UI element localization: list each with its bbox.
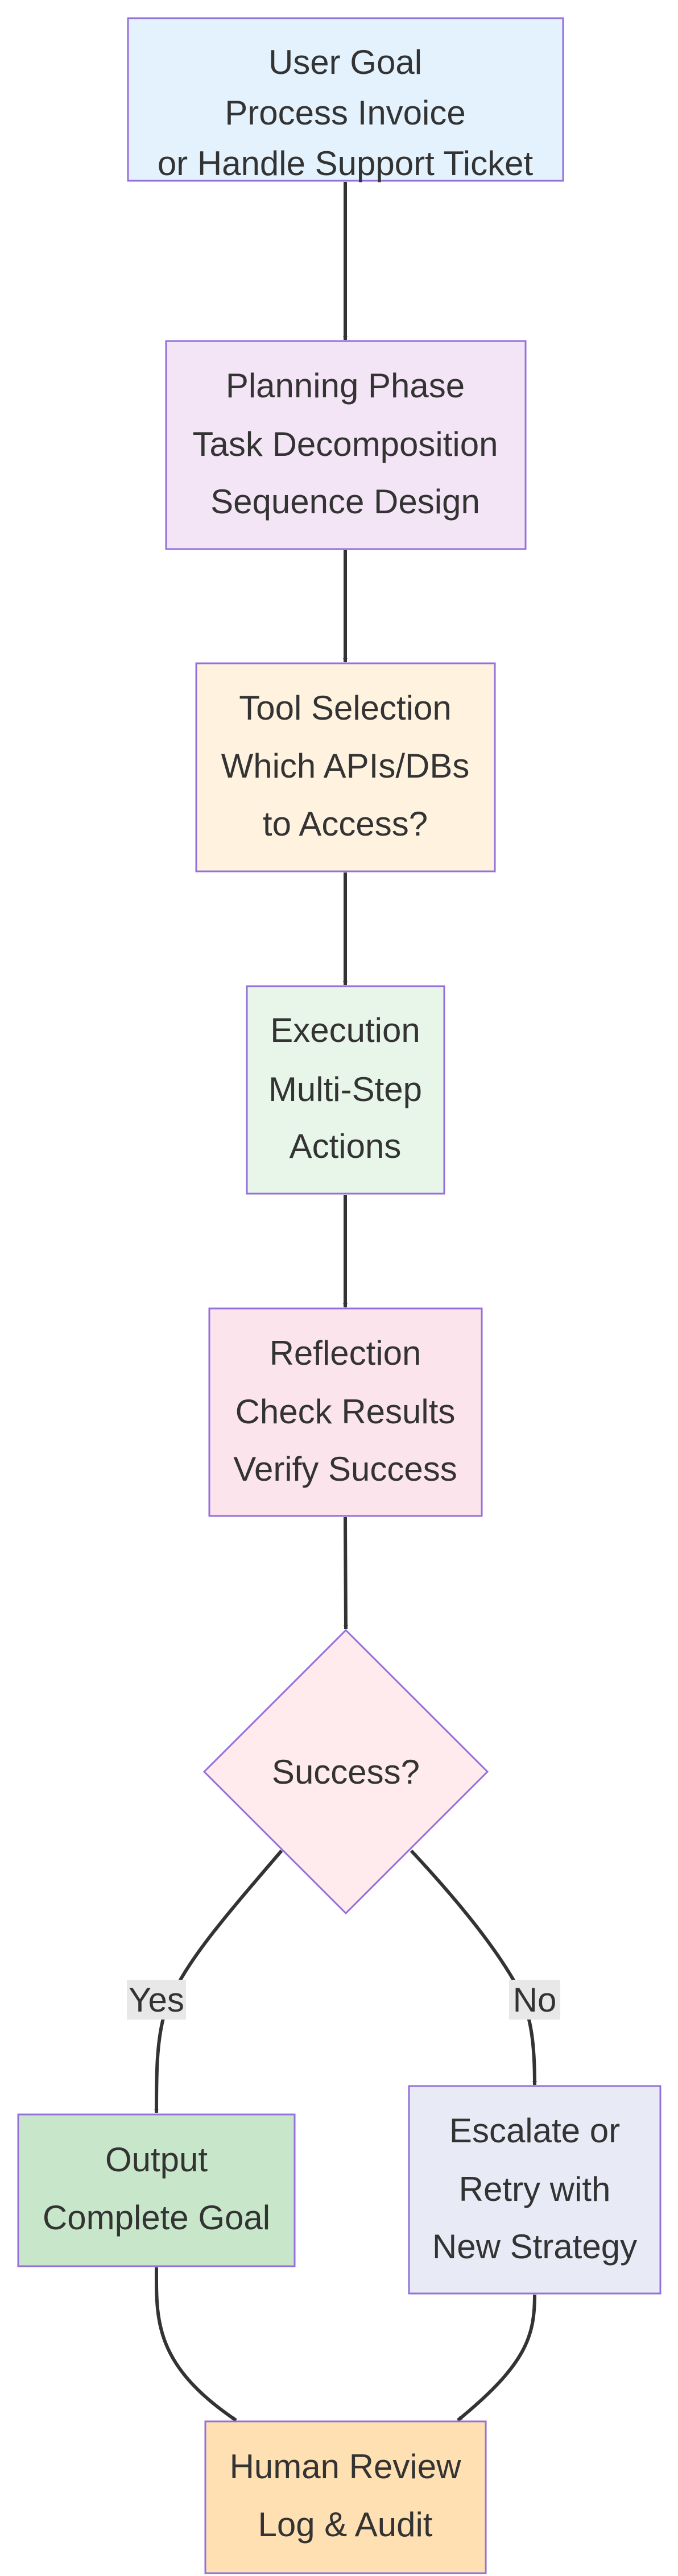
node-execution-box bbox=[246, 985, 445, 1195]
node-planning-phase-line-1: Planning Phase bbox=[226, 367, 465, 405]
node-escalate-box bbox=[408, 2085, 662, 2295]
node-planning-phase-line-2: Task Decomposition bbox=[193, 425, 498, 463]
node-tool-selection-line-3: to Access? bbox=[263, 805, 428, 843]
node-output: Output Complete Goal bbox=[17, 2113, 296, 2267]
edge-reflection-to-decision bbox=[343, 1516, 348, 1630]
edge-label-no-background bbox=[509, 1980, 560, 2020]
node-execution-line-3: Actions bbox=[290, 1127, 402, 1165]
node-reflection: Reflection Check Results Verify Success bbox=[208, 1307, 483, 1517]
node-human-review-line-2: Log & Audit bbox=[258, 2506, 433, 2544]
node-planning-phase-box bbox=[165, 340, 527, 550]
node-reflection-line-3: Verify Success bbox=[233, 1450, 457, 1488]
node-execution-line-2: Multi-Step bbox=[268, 1070, 422, 1108]
edge-output-to-review bbox=[154, 2267, 237, 2422]
node-planning-phase-line-3: Sequence Design bbox=[210, 483, 480, 521]
node-tool-selection-line-2: Which APIs/DBs bbox=[221, 747, 470, 785]
edge-escalate-to-review bbox=[457, 2294, 536, 2422]
node-escalate-line-3: New Strategy bbox=[432, 2228, 637, 2266]
node-human-review-box bbox=[204, 2420, 487, 2574]
node-output-box bbox=[17, 2113, 296, 2267]
edge-label-yes: Yes bbox=[127, 1980, 186, 2020]
node-escalate: Escalate or Retry with New Strategy bbox=[408, 2085, 662, 2295]
edge-label-no-text: No bbox=[513, 1981, 557, 2019]
node-reflection-line-1: Reflection bbox=[270, 1334, 421, 1372]
edge-decision-to-escalate bbox=[410, 1849, 537, 2085]
edge-label-yes-background bbox=[127, 1980, 186, 2020]
node-output-line-2: Complete Goal bbox=[43, 2199, 270, 2237]
node-output-line-1: Output bbox=[105, 2141, 208, 2179]
node-human-review-line-1: Human Review bbox=[230, 2448, 461, 2486]
node-user-goal-line-3: or Handle Support Ticket bbox=[158, 144, 534, 182]
node-human-review: Human Review Log & Audit bbox=[204, 2420, 487, 2574]
node-success-decision: Success? bbox=[202, 1628, 489, 1915]
node-success-decision-label: Success? bbox=[272, 1753, 420, 1791]
node-execution: Execution Multi-Step Actions bbox=[246, 985, 445, 1195]
node-user-goal-line-1: User Goal bbox=[268, 43, 422, 81]
edge-label-yes-text: Yes bbox=[129, 1981, 184, 2019]
node-tool-selection-box bbox=[195, 662, 496, 872]
node-success-decision-diamond bbox=[202, 1628, 489, 1915]
node-reflection-line-2: Check Results bbox=[235, 1393, 456, 1431]
node-planning-phase: Planning Phase Task Decomposition Sequen… bbox=[165, 340, 527, 550]
node-tool-selection-line-1: Tool Selection bbox=[239, 689, 452, 727]
node-user-goal-box bbox=[127, 17, 564, 182]
node-execution-line-1: Execution bbox=[270, 1011, 420, 1049]
node-tool-selection: Tool Selection Which APIs/DBs to Access? bbox=[195, 662, 496, 872]
node-user-goal-line-2: Process Invoice bbox=[225, 94, 466, 132]
node-escalate-line-2: Retry with bbox=[459, 2170, 611, 2208]
edge-label-no: No bbox=[509, 1980, 560, 2020]
node-user-goal: User Goal Process Invoice or Handle Supp… bbox=[127, 17, 564, 182]
node-reflection-box bbox=[208, 1307, 483, 1517]
node-escalate-line-1: Escalate or bbox=[449, 2112, 620, 2150]
